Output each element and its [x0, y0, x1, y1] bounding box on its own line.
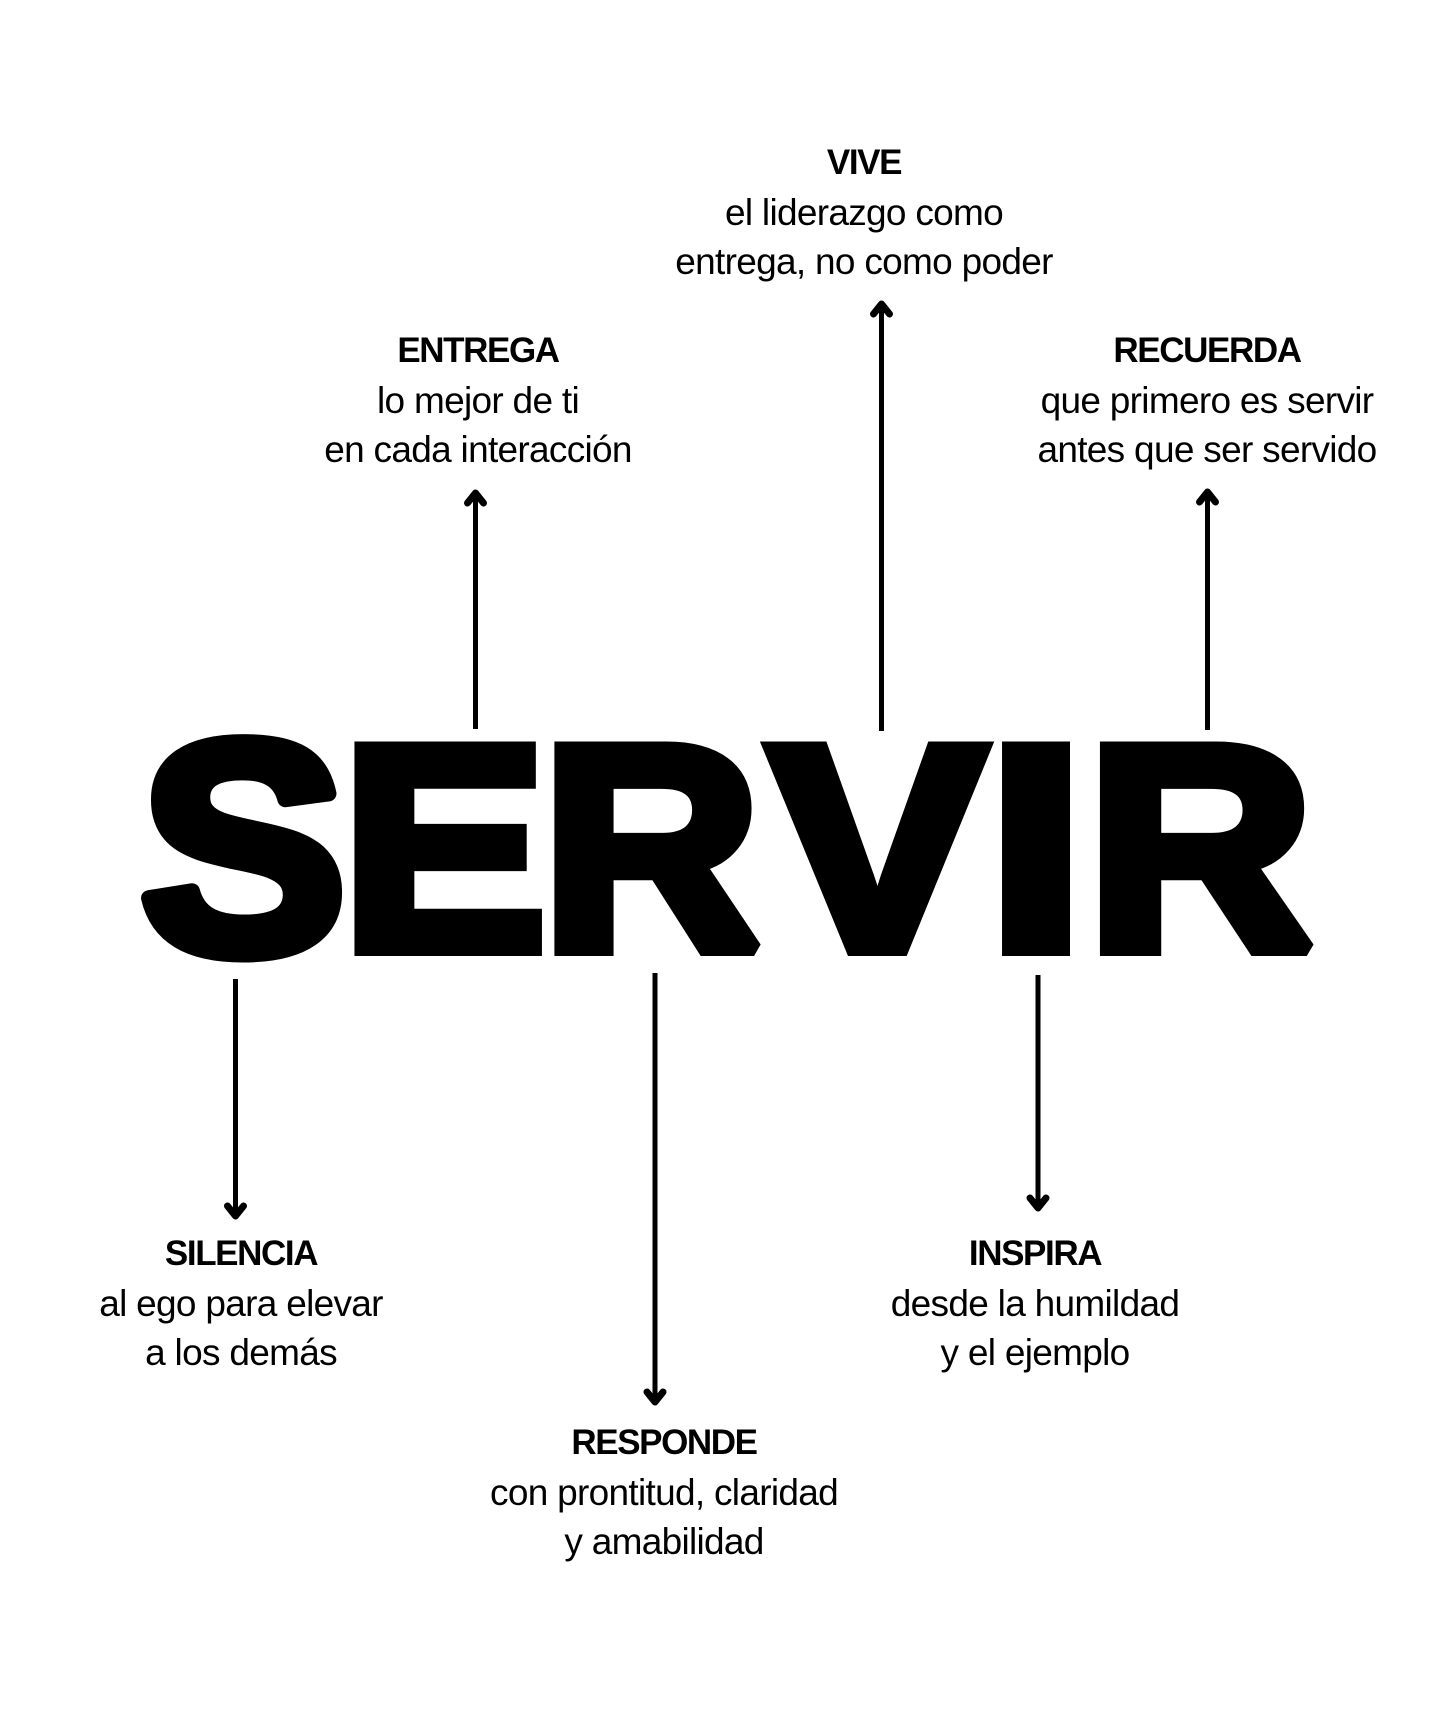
svg-text:I: I	[988, 686, 1084, 1011]
svg-text:V: V	[770, 686, 986, 1010]
svg-text:R: R	[542, 686, 760, 1010]
svg-text:E: E	[342, 687, 546, 1011]
svg-text:S: S	[140, 680, 346, 1016]
svg-text:R: R	[1087, 686, 1313, 1010]
